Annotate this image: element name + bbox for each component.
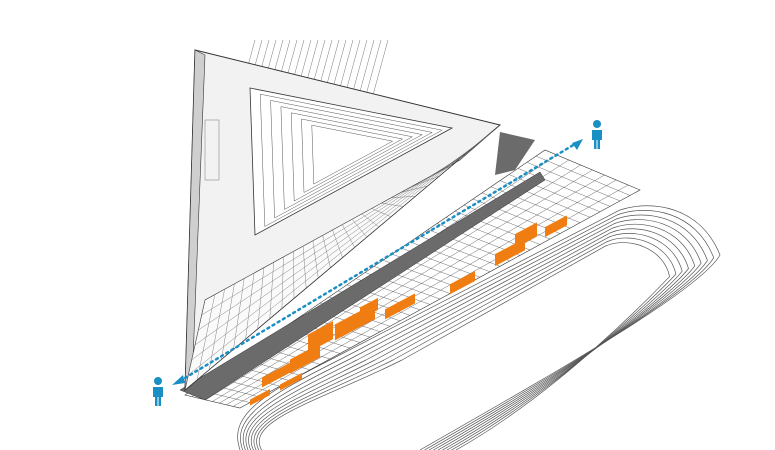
walking-path — [172, 139, 583, 385]
arrow-icon — [172, 375, 185, 385]
courtyard-outline — [249, 87, 454, 236]
highlight-patch — [385, 293, 415, 320]
contour-line — [242, 214, 708, 450]
people — [153, 120, 602, 406]
terrain-contour-lines — [237, 205, 721, 450]
facade-panel-line — [188, 130, 494, 376]
facade-panel-line — [194, 142, 481, 346]
tiered-seating-row — [311, 124, 394, 185]
arrow-icon — [572, 139, 583, 150]
contour-line — [237, 205, 721, 450]
highlight-patch — [545, 215, 567, 238]
highlight-patch — [290, 343, 320, 374]
hatch-line — [358, 39, 375, 96]
highlight-patch — [450, 270, 475, 295]
person-icon — [592, 130, 602, 149]
contour-line — [245, 219, 702, 450]
highlight-patch — [308, 321, 333, 353]
facade-panel-line — [191, 136, 487, 361]
roof-shadow — [495, 132, 535, 175]
triangular-building — [184, 49, 502, 392]
contour-line — [240, 210, 715, 450]
tiered-seating-row — [280, 106, 424, 210]
stepped-seating-strip — [179, 171, 546, 401]
tiered-seating-row — [260, 93, 443, 227]
grid-line — [205, 164, 581, 401]
contour-line — [253, 233, 683, 450]
grid-line — [212, 169, 593, 402]
tiered-seating-row — [301, 118, 404, 193]
hatch-line — [372, 39, 389, 96]
person-icon — [153, 387, 163, 406]
path-dotted-line — [178, 142, 577, 383]
tiered-seating-row — [290, 112, 414, 202]
contour-line — [259, 242, 670, 450]
contour-line — [248, 223, 696, 450]
hatch-line — [344, 39, 361, 96]
contour-line — [251, 228, 689, 450]
grid-line — [219, 174, 605, 404]
hatch-line — [351, 39, 368, 96]
highlight-patch — [515, 222, 537, 249]
hatch-line — [365, 39, 382, 96]
stair-detail — [204, 119, 220, 181]
highlight-patch — [250, 388, 270, 406]
person-icon — [593, 120, 601, 128]
plaza-grid — [179, 132, 641, 409]
facade-panel-line — [201, 153, 467, 316]
highlight-patch — [360, 297, 378, 320]
orange-highlight-patches — [250, 215, 567, 406]
tiered-seating-row — [270, 100, 433, 219]
facade-panel-line — [198, 148, 474, 331]
building-side-wall — [184, 49, 206, 391]
highlight-patch — [262, 358, 297, 388]
highlight-patch — [280, 372, 302, 391]
person-icon — [154, 377, 162, 385]
